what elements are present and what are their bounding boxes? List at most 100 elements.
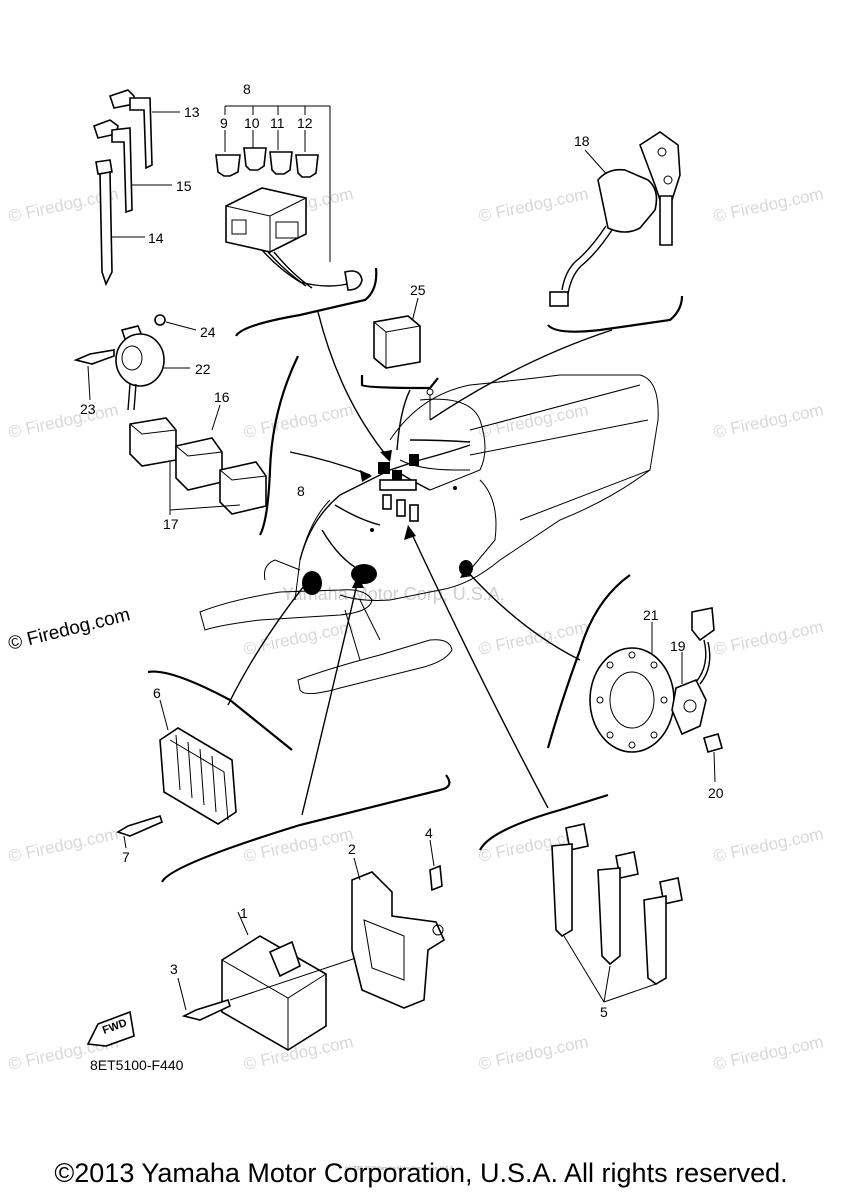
bolt-7: [116, 815, 163, 837]
bolt-23: [73, 349, 115, 365]
callout-7: 7: [122, 849, 130, 865]
watermark: © Firedog.com: [7, 824, 120, 866]
ignition-coil-c: [643, 895, 667, 985]
watermark: © Firedog.com: [242, 400, 355, 442]
pointer-6: [227, 575, 313, 706]
callout-labels: 1 2 3 4 5 6 7 8 8 9 10 11 12 13 14 15 16…: [80, 81, 724, 1020]
callout-4: 4: [425, 825, 433, 841]
fuse-9: [215, 154, 241, 177]
callout-19: 19: [670, 638, 686, 654]
callout-23: 23: [80, 401, 96, 417]
callout-12: 12: [297, 115, 313, 131]
watermark: © Firedog.com: [477, 617, 590, 659]
bracket-top-left: [235, 267, 378, 337]
relay-17b: [219, 461, 267, 515]
pointer-17: [289, 451, 371, 476]
bracket-left-mid: [259, 355, 299, 536]
relay-body: [373, 315, 421, 369]
rectifier-regulator: [116, 699, 237, 849]
watermark: © Firedog.com: [242, 824, 355, 866]
pickup-coil-19: [671, 678, 707, 736]
hood: [419, 398, 486, 491]
callout-16: 16: [214, 389, 230, 405]
cdi-unit-assembly: FWD: [86, 839, 446, 1051]
watermark: © Firedog.com: [712, 1032, 825, 1074]
bracket-25: [360, 375, 439, 390]
bracket-top-right: [547, 295, 684, 333]
callout-14: 14: [148, 230, 164, 246]
screw-4: [429, 864, 443, 892]
pointer-25: [396, 389, 411, 451]
pointer-ecu: [301, 579, 359, 816]
watermark: © Firedog.com: [7, 400, 120, 442]
fuse-11: [269, 151, 293, 175]
callout-8-top: 8: [243, 81, 251, 97]
watermark: © Firedog.com: [712, 824, 825, 866]
watermark: © Firedog.com: [242, 617, 355, 659]
callout-22: 22: [195, 361, 211, 377]
bracket-ecu: [161, 774, 451, 883]
callout-24: 24: [200, 324, 216, 340]
relays-16-17: [129, 404, 267, 515]
cable-tie-14-strap: [99, 171, 113, 287]
watermark-left: © Firedog.com: [6, 604, 132, 655]
switch-body: [597, 168, 658, 233]
cable-tie-15-strap: [111, 127, 133, 214]
watermark: © Firedog.com: [712, 617, 825, 659]
right-ski: [297, 639, 453, 694]
nut-24: [154, 314, 166, 326]
group-brackets: [147, 267, 684, 883]
ignition-coils: [551, 823, 683, 1003]
watermark: © Firedog.com: [477, 184, 590, 226]
fuse-12: [295, 154, 319, 178]
watermark: © Firedog.com: [712, 184, 825, 226]
ignition-coil-b: [597, 867, 621, 966]
relay-17a: [129, 417, 177, 467]
ignition-coil-a: [551, 843, 573, 938]
bracket-coils: [479, 793, 609, 851]
harness-main: [299, 444, 471, 561]
chassis-top: [339, 374, 659, 601]
pointer-lines: [227, 311, 613, 816]
screw-3: [181, 999, 231, 1021]
rectifier-body: [159, 727, 237, 825]
cable-tie-13-strap: [129, 97, 153, 170]
pickup-connector: [691, 607, 715, 642]
callout-3: 3: [170, 961, 178, 977]
fuse-10: [243, 147, 267, 171]
sensor-22-body: [115, 333, 165, 387]
copyright-notice: ©2013 Yamaha Motor Corporation, U.S.A. A…: [54, 1158, 788, 1188]
callout-9: 9: [220, 115, 228, 131]
left-ski: [199, 589, 373, 631]
pointer-coils: [409, 529, 549, 809]
fwd-arrow: [86, 1010, 135, 1047]
relay-25: [373, 297, 421, 369]
callout-21: 21: [643, 607, 659, 623]
callout-8-mid: 8: [297, 483, 305, 499]
sensor-22-assembly: [73, 314, 197, 411]
bracket-21: [546, 574, 631, 749]
nut-20: [703, 733, 723, 753]
callout-6: 6: [153, 685, 161, 701]
watermark: © Firedog.com: [477, 400, 590, 442]
fuse-box: [225, 187, 307, 253]
switch-connector: [549, 291, 569, 307]
fuse-box-assembly: [215, 105, 363, 291]
pointer-21: [465, 569, 581, 661]
snowmobile-outline: [199, 374, 659, 694]
fine-print: (c) 2005-2015 Yamaha Motor Corporation, …: [345, 1166, 455, 1172]
bracket-2: [351, 871, 446, 1009]
switch-bracket: [639, 131, 681, 201]
callout-25: 25: [410, 282, 426, 298]
callout-20: 20: [708, 785, 724, 801]
pointer-18: [429, 329, 613, 421]
callout-13: 13: [184, 104, 200, 120]
bracket-6: [147, 670, 293, 751]
switch-key-tab: [659, 195, 673, 246]
main-switch: [549, 131, 681, 307]
pickup-coil-assembly: [589, 607, 723, 783]
watermark: © Firedog.com: [712, 400, 825, 442]
callout-1: 1: [240, 905, 248, 921]
watermark: © Firedog.com: [477, 1032, 590, 1074]
